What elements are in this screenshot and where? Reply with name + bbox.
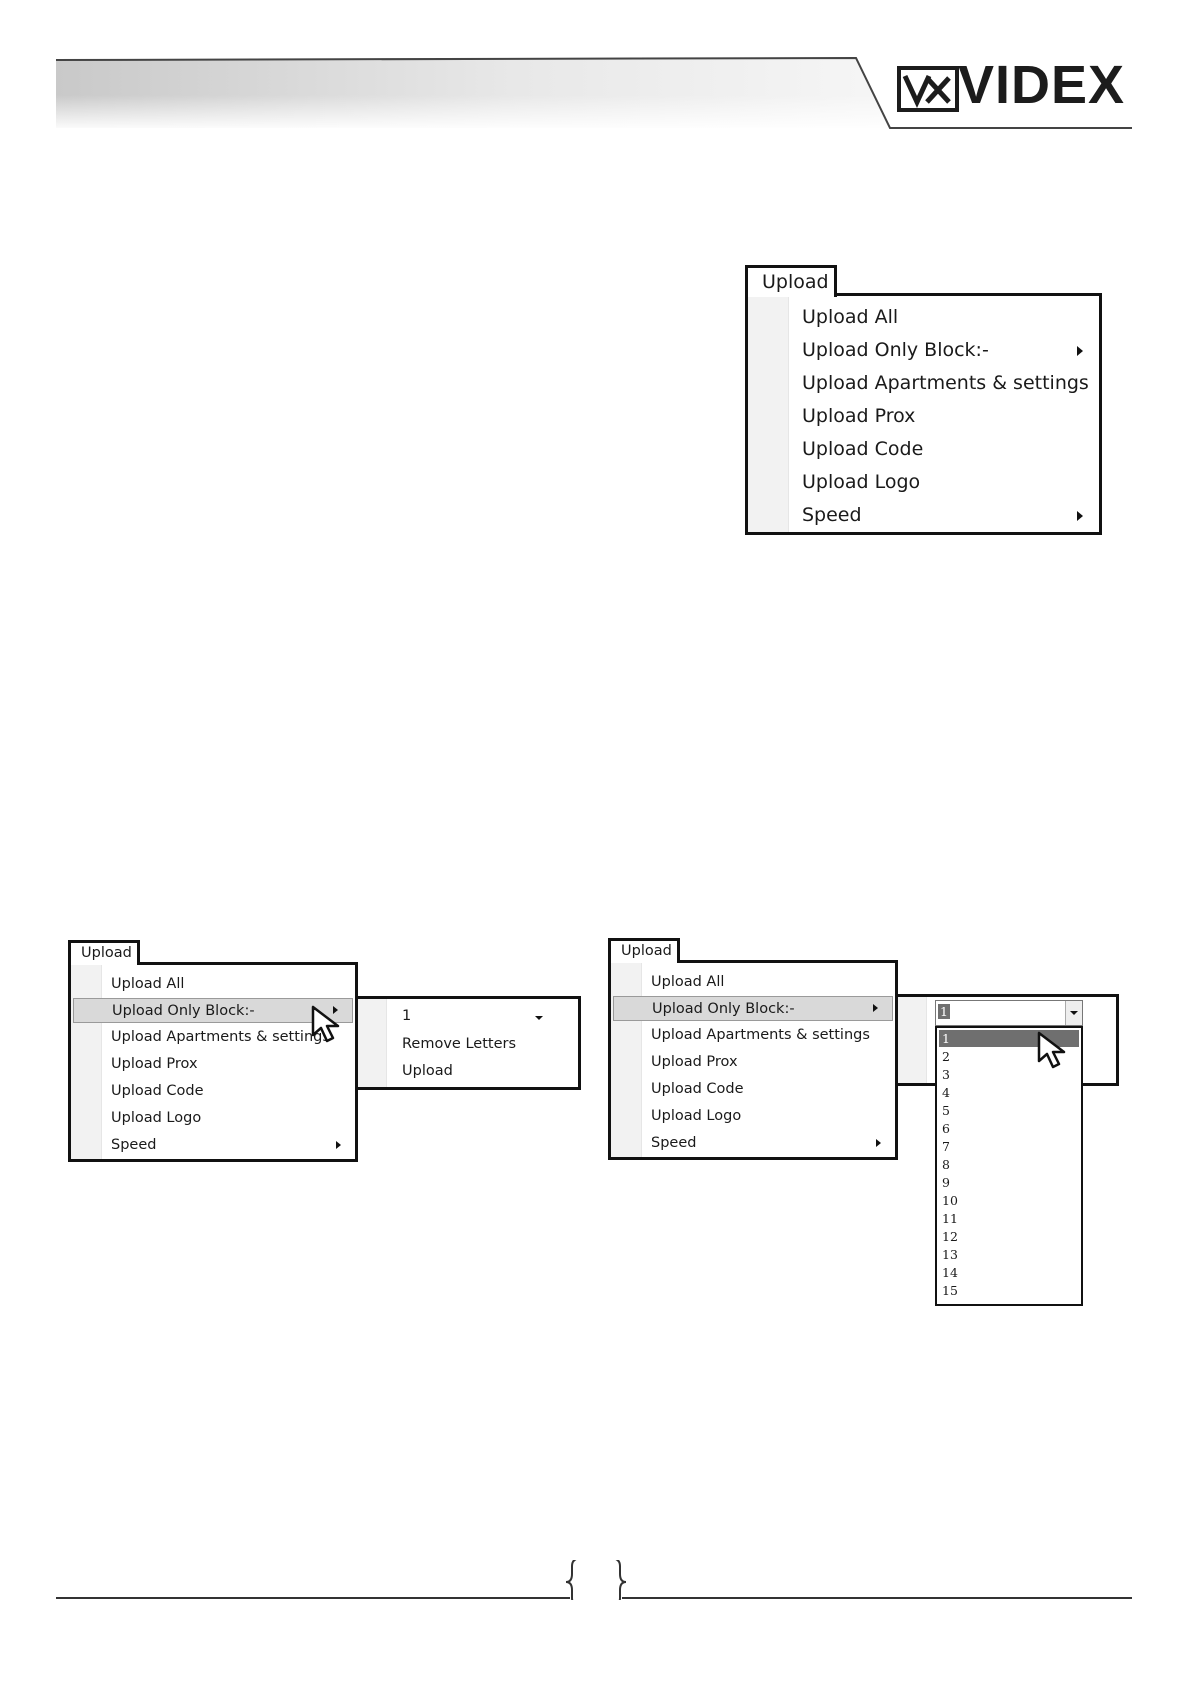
upload-menu-tab[interactable]: Upload: [745, 265, 837, 297]
dropdown-option[interactable]: 15: [942, 1283, 958, 1298]
dropdown-option[interactable]: 5: [942, 1103, 950, 1118]
menu-gutter: [611, 963, 642, 1157]
menu-item-upload-apartments[interactable]: Upload Apartments & settings: [802, 372, 1089, 394]
dropdown-option[interactable]: 3: [942, 1067, 950, 1082]
header-banner: [55, 56, 1132, 131]
menu-item-upload-all[interactable]: Upload All: [802, 306, 899, 328]
menu-item-upload-code[interactable]: Upload Code: [651, 1081, 744, 1097]
block-submenu-panel: 1 Remove Letters Upload: [355, 996, 581, 1090]
menu-item-upload-code[interactable]: Upload Code: [111, 1083, 204, 1099]
footer-rule: [56, 1560, 1132, 1600]
vx-mark-icon: [897, 66, 959, 112]
chevron-down-icon: [1070, 1011, 1078, 1015]
dropdown-option[interactable]: 2: [942, 1049, 950, 1064]
dropdown-option[interactable]: 8: [942, 1157, 950, 1172]
dropdown-option[interactable]: 10: [942, 1193, 958, 1208]
menu-gutter: [71, 965, 102, 1159]
dropdown-option[interactable]: 11: [942, 1211, 958, 1226]
upload-tab-label: Upload: [621, 943, 672, 959]
dropdown-option[interactable]: 12: [942, 1229, 958, 1244]
menu-gutter: [748, 296, 789, 532]
mouse-pointer-icon: [1037, 1031, 1066, 1069]
menu-item-upload-prox[interactable]: Upload Prox: [651, 1054, 738, 1070]
menu-item-upload-prox[interactable]: Upload Prox: [111, 1056, 198, 1072]
submenu-arrow-icon: [873, 1004, 878, 1012]
menu-item-upload-only-block[interactable]: Upload Only Block:-: [73, 998, 353, 1023]
menu-item-upload-only-block[interactable]: Upload Only Block:-: [748, 334, 1099, 367]
menu-gutter: [898, 997, 927, 1083]
menu-item-upload-all[interactable]: Upload All: [111, 976, 185, 992]
mouse-pointer-icon: [311, 1005, 340, 1043]
menu-gutter: [358, 999, 387, 1087]
menu-item-upload-code[interactable]: Upload Code: [802, 438, 924, 460]
menu-item-upload-apartments[interactable]: Upload Apartments & settings: [651, 1027, 870, 1043]
videx-logo: [897, 66, 959, 112]
menu-item-upload-apartments[interactable]: Upload Apartments & settings: [111, 1029, 330, 1045]
block-select-value: 1: [402, 1008, 412, 1024]
upload-tab-label: Upload: [762, 271, 829, 293]
dropdown-option[interactable]: 14: [942, 1265, 958, 1280]
submenu-arrow-icon: [876, 1139, 881, 1147]
dropdown-option[interactable]: 4: [942, 1085, 950, 1100]
combobox-dropdown-button[interactable]: [1065, 1001, 1082, 1025]
upload-menu-tab-left[interactable]: Upload: [68, 940, 140, 965]
menu-item-speed[interactable]: Speed: [748, 499, 1099, 532]
remove-letters-item[interactable]: Remove Letters: [402, 1036, 517, 1052]
menu-item-speed[interactable]: Speed: [611, 1131, 895, 1156]
upload-menu-panel-right: Upload All Upload Only Block:- Upload Ap…: [608, 960, 898, 1160]
menu-item-upload-all[interactable]: Upload All: [651, 974, 725, 990]
dropdown-option[interactable]: 9: [942, 1175, 950, 1190]
menu-item-speed[interactable]: Speed: [71, 1133, 355, 1158]
block-combobox-value: 1: [938, 1004, 950, 1019]
block-select[interactable]: 1: [388, 1005, 548, 1029]
submenu-arrow-icon: [1077, 511, 1083, 521]
upload-submenu-item[interactable]: Upload: [402, 1063, 453, 1079]
upload-tab-label: Upload: [81, 945, 132, 961]
dropdown-option[interactable]: 7: [942, 1139, 950, 1154]
dropdown-option[interactable]: 6: [942, 1121, 950, 1136]
menu-item-upload-logo[interactable]: Upload Logo: [651, 1108, 742, 1124]
upload-menu-panel-left: Upload All Upload Only Block:- Upload Ap…: [68, 962, 358, 1162]
upload-menu-panel: Upload All Upload Only Block:- Upload Ap…: [745, 293, 1102, 535]
menu-item-upload-prox[interactable]: Upload Prox: [802, 405, 916, 427]
dropdown-option[interactable]: 13: [942, 1247, 958, 1262]
upload-menu-tab-right[interactable]: Upload: [608, 938, 680, 963]
block-combobox[interactable]: 1: [935, 1000, 1083, 1026]
chevron-down-icon: [535, 1016, 543, 1020]
menu-item-upload-only-block[interactable]: Upload Only Block:-: [613, 996, 893, 1021]
menu-item-upload-logo[interactable]: Upload Logo: [111, 1110, 202, 1126]
submenu-arrow-icon: [333, 1006, 338, 1014]
brand-logo-text: VIDEX: [958, 55, 1126, 115]
submenu-arrow-icon: [1077, 346, 1083, 356]
submenu-arrow-icon: [336, 1141, 341, 1149]
menu-item-upload-logo[interactable]: Upload Logo: [802, 471, 921, 493]
